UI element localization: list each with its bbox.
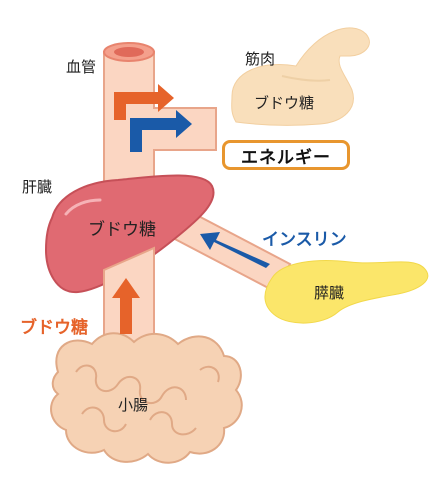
muscle-label: 筋肉	[245, 50, 276, 68]
small-intestine-label: 小腸	[118, 396, 149, 414]
blood-vessel-label: 血管	[66, 58, 97, 76]
glucose-side-label: ブドウ糖	[20, 318, 88, 338]
pancreas-label: 膵臓	[314, 284, 345, 302]
muscle-arm	[231, 27, 370, 126]
liver-glucose-label: ブドウ糖	[88, 220, 156, 240]
blue-arrow-icon	[200, 232, 270, 268]
insulin-label: インスリン	[262, 230, 347, 250]
liver	[44, 174, 215, 294]
small-intestine	[50, 332, 243, 464]
muscle-glucose-label: ブドウ糖	[254, 94, 315, 112]
orange-arrow-icon	[114, 84, 174, 120]
energy-box: エネルギー	[222, 140, 350, 170]
orange-arrow-icon	[112, 278, 140, 334]
pancreas	[264, 260, 429, 324]
blue-arrow-icon	[130, 110, 192, 152]
liver-label: 肝臓	[22, 178, 53, 196]
energy-label: エネルギー	[241, 147, 331, 168]
